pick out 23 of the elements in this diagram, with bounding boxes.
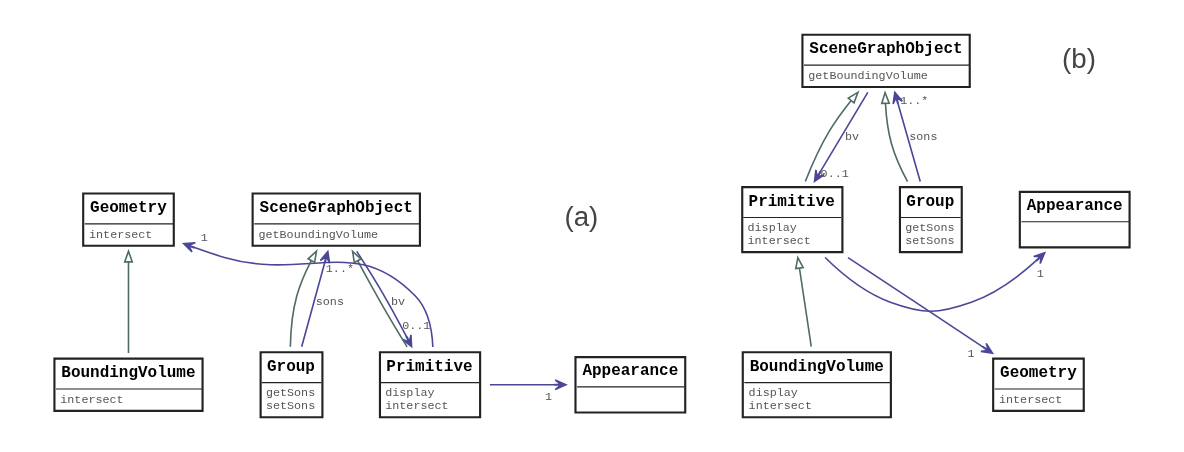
edge-label: sons <box>315 295 344 310</box>
label: (a) <box>564 201 599 233</box>
arrow <box>300 250 331 348</box>
arrow <box>489 379 567 391</box>
arrow <box>824 251 1046 313</box>
label: 1 <box>544 389 552 404</box>
label: 0..1 <box>820 167 849 182</box>
arrow <box>794 255 813 348</box>
arrow <box>880 90 909 183</box>
label: 1..* <box>900 94 929 109</box>
label: 1 <box>967 346 975 361</box>
label: 1 <box>1036 266 1044 281</box>
edge-label: bv <box>391 295 406 310</box>
arrow <box>289 249 318 348</box>
label: 0..1 <box>402 318 431 333</box>
label: 1 <box>200 231 208 246</box>
arrow <box>892 91 922 183</box>
label: (b) <box>1062 42 1096 74</box>
label: 1..* <box>325 262 354 277</box>
arrow <box>123 248 134 354</box>
edge-label: bv <box>844 130 860 145</box>
arrow <box>847 256 994 355</box>
edge-label: sons <box>909 130 938 145</box>
